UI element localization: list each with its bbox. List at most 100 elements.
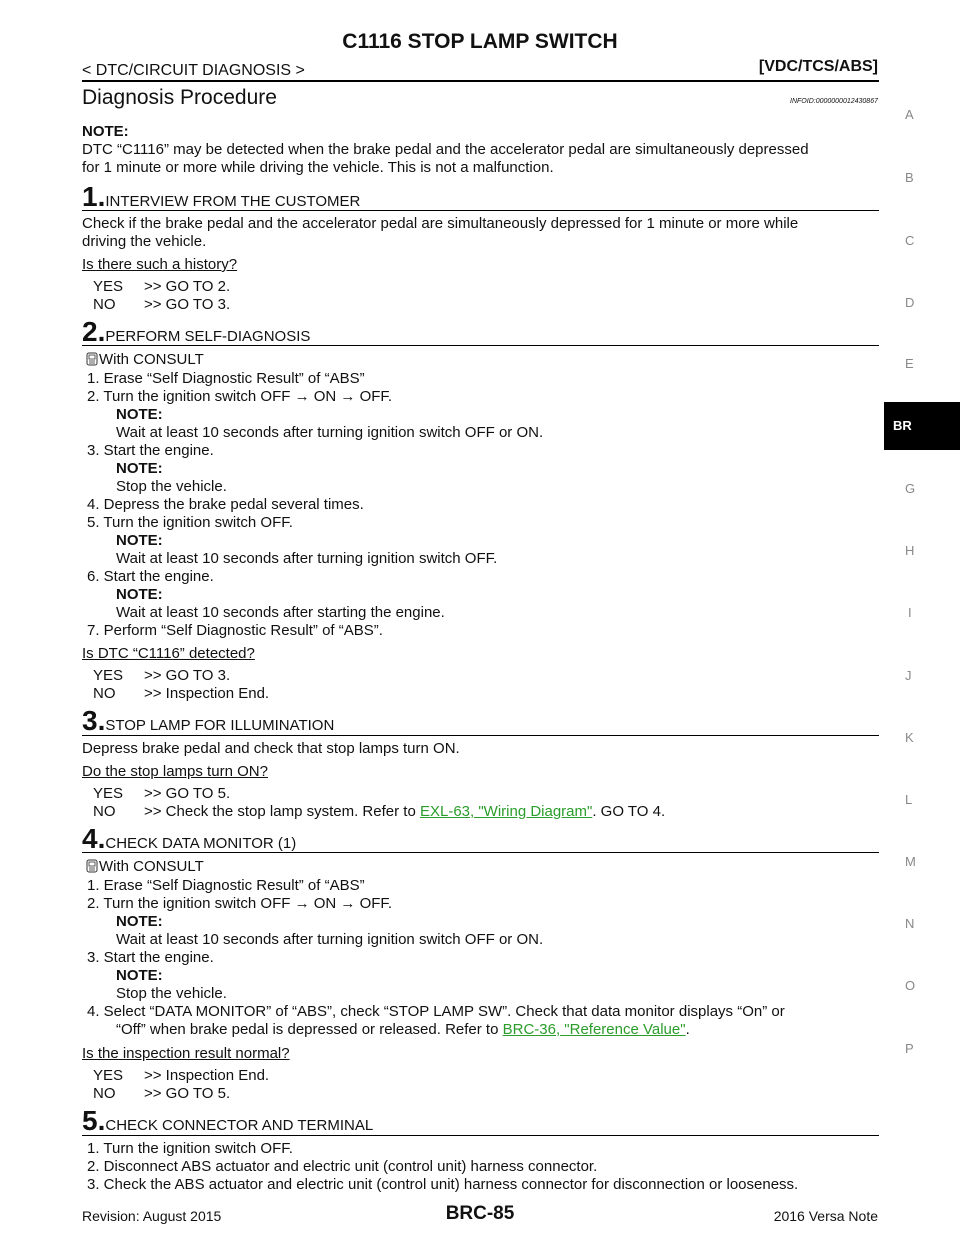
consult-label: With CONSULT [99,351,204,368]
note-text: Wait at least 10 seconds after turning i… [116,931,544,948]
side-index-b[interactable]: B [905,170,914,185]
note-line: DTC “C1116” may be detected when the bra… [82,141,809,158]
step-item-suffix: . [685,1021,690,1038]
note-label: NOTE: [116,460,163,477]
side-index-d[interactable]: D [905,295,915,310]
no-action: >> GO TO 5. [144,1085,231,1102]
note-label: NOTE: [82,123,129,140]
side-index-h[interactable]: H [905,543,915,558]
step-item-text: “Off” when brake pedal is depressed or r… [116,1021,503,1038]
footer-page-number: BRC-85 [445,1203,515,1224]
side-index-e[interactable]: E [905,356,914,371]
step-number: 1. [82,181,106,212]
decision-question: Is the inspection result normal? [82,1045,290,1062]
body-text: Check if the brake pedal and the acceler… [82,215,799,232]
step-title: PERFORM SELF-DIAGNOSIS [105,328,311,345]
side-index-p[interactable]: P [905,1041,914,1056]
side-index-l[interactable]: L [905,792,913,807]
page-title: C1116 STOP LAMP SWITCH [342,30,618,53]
side-index-o[interactable]: O [905,978,916,993]
step-item: 7. Perform “Self Diagnostic Result” of “… [87,622,383,639]
no-label: NO [93,685,116,702]
side-index-j[interactable]: J [905,668,912,683]
no-label: NO [93,1085,116,1102]
note-label: NOTE: [116,532,163,549]
decision-question: Do the stop lamps turn ON? [82,763,268,780]
side-index-k[interactable]: K [905,730,914,745]
side-index-a[interactable]: A [905,107,914,122]
side-index-i[interactable]: I [908,605,912,620]
step-title: CHECK DATA MONITOR (1) [105,835,297,852]
note-text: Stop the vehicle. [116,985,227,1002]
breadcrumb: < DTC/CIRCUIT DIAGNOSIS > [82,62,305,79]
step-header: 4.CHECK DATA MONITOR (1) [82,823,296,855]
note-line: for 1 minute or more while driving the v… [82,159,554,176]
step-rule [82,210,879,211]
step-header: 1.INTERVIEW FROM THE CUSTOMER [82,181,360,213]
step-item: 3. Check the ABS actuator and electric u… [87,1176,799,1193]
yes-label: YES [93,278,124,295]
yes-action: >> GO TO 2. [144,278,231,295]
step-number: 2. [82,316,106,347]
footer-revision: Revision: August 2015 [82,1208,222,1224]
consult-label: With CONSULT [99,858,204,875]
step-number: 5. [82,1105,106,1136]
step-header: 2.PERFORM SELF-DIAGNOSIS [82,316,310,348]
step-item: 5. Turn the ignition switch OFF. [87,514,293,531]
step-item: 3. Start the engine. [87,949,214,966]
side-index-n[interactable]: N [905,916,915,931]
step-item: 4. Depress the brake pedal several times… [87,496,364,513]
step-item: “Off” when brake pedal is depressed or r… [116,1021,690,1039]
no-action-text: >> Check the stop lamp system. Refer to [144,803,420,820]
note-label: NOTE: [116,586,163,603]
section-label: [VDC/TCS/ABS] [758,58,878,75]
note-text: Wait at least 10 seconds after turning i… [116,550,498,567]
consult-icon [86,859,98,873]
yes-action: >> GO TO 5. [144,785,231,802]
decision-question: Is there such a history? [82,256,238,273]
step-item: 2. Turn the ignition switch OFF → ON → O… [87,388,393,405]
step-rule [82,1135,879,1136]
note-text: Wait at least 10 seconds after turning i… [116,424,544,441]
step-header: 3.STOP LAMP FOR ILLUMINATION [82,705,334,737]
step-title: STOP LAMP FOR ILLUMINATION [105,717,335,734]
yes-action: >> GO TO 3. [144,667,231,684]
step-item: 4. Select “DATA MONITOR” of “ABS”, check… [87,1003,785,1020]
step-item: 1. Erase “Self Diagnostic Result” of “AB… [87,370,365,387]
header-rule [82,80,879,82]
no-action: >> GO TO 3. [144,296,231,313]
no-action: >> Inspection End. [144,685,270,702]
side-index-active-tab[interactable] [884,402,960,450]
side-index-c[interactable]: C [905,233,915,248]
footer-model: 2016 Versa Note [773,1208,878,1224]
yes-label: YES [93,1067,124,1084]
step-item: 3. Start the engine. [87,442,214,459]
note-text: Wait at least 10 seconds after starting … [116,604,445,621]
brc-36-link[interactable]: BRC-36, "Reference Value" [502,1021,686,1038]
side-index-g[interactable]: G [905,481,916,496]
exl-63-link[interactable]: EXL-63, "Wiring Diagram" [419,803,593,820]
note-label: NOTE: [116,913,163,930]
step-rule [82,735,879,736]
step-title: INTERVIEW FROM THE CUSTOMER [105,193,361,210]
consult-icon [86,352,98,366]
info-id: INFOID:0000000012430867 [790,98,878,105]
consult-line: With CONSULT [86,858,204,876]
step-rule [82,345,879,346]
yes-label: YES [93,667,124,684]
section-heading: Diagnosis Procedure [82,86,277,109]
step-rule [82,852,879,853]
body-text: driving the vehicle. [82,233,207,250]
no-action: >> Check the stop lamp system. Refer to … [144,803,665,821]
step-item: 1. Turn the ignition switch OFF. [87,1140,293,1157]
note-text: Stop the vehicle. [116,478,227,495]
decision-question: Is DTC “C1116” detected? [82,645,255,662]
no-label: NO [93,803,116,820]
step-number: 3. [82,705,106,736]
side-index-m[interactable]: M [905,854,916,869]
body-text: Depress brake pedal and check that stop … [82,740,460,757]
note-label: NOTE: [116,406,163,423]
side-index-br[interactable]: BR [893,418,912,433]
no-action-suffix: . GO TO 4. [592,803,666,820]
step-item: 2. Disconnect ABS actuator and electric … [87,1158,598,1175]
